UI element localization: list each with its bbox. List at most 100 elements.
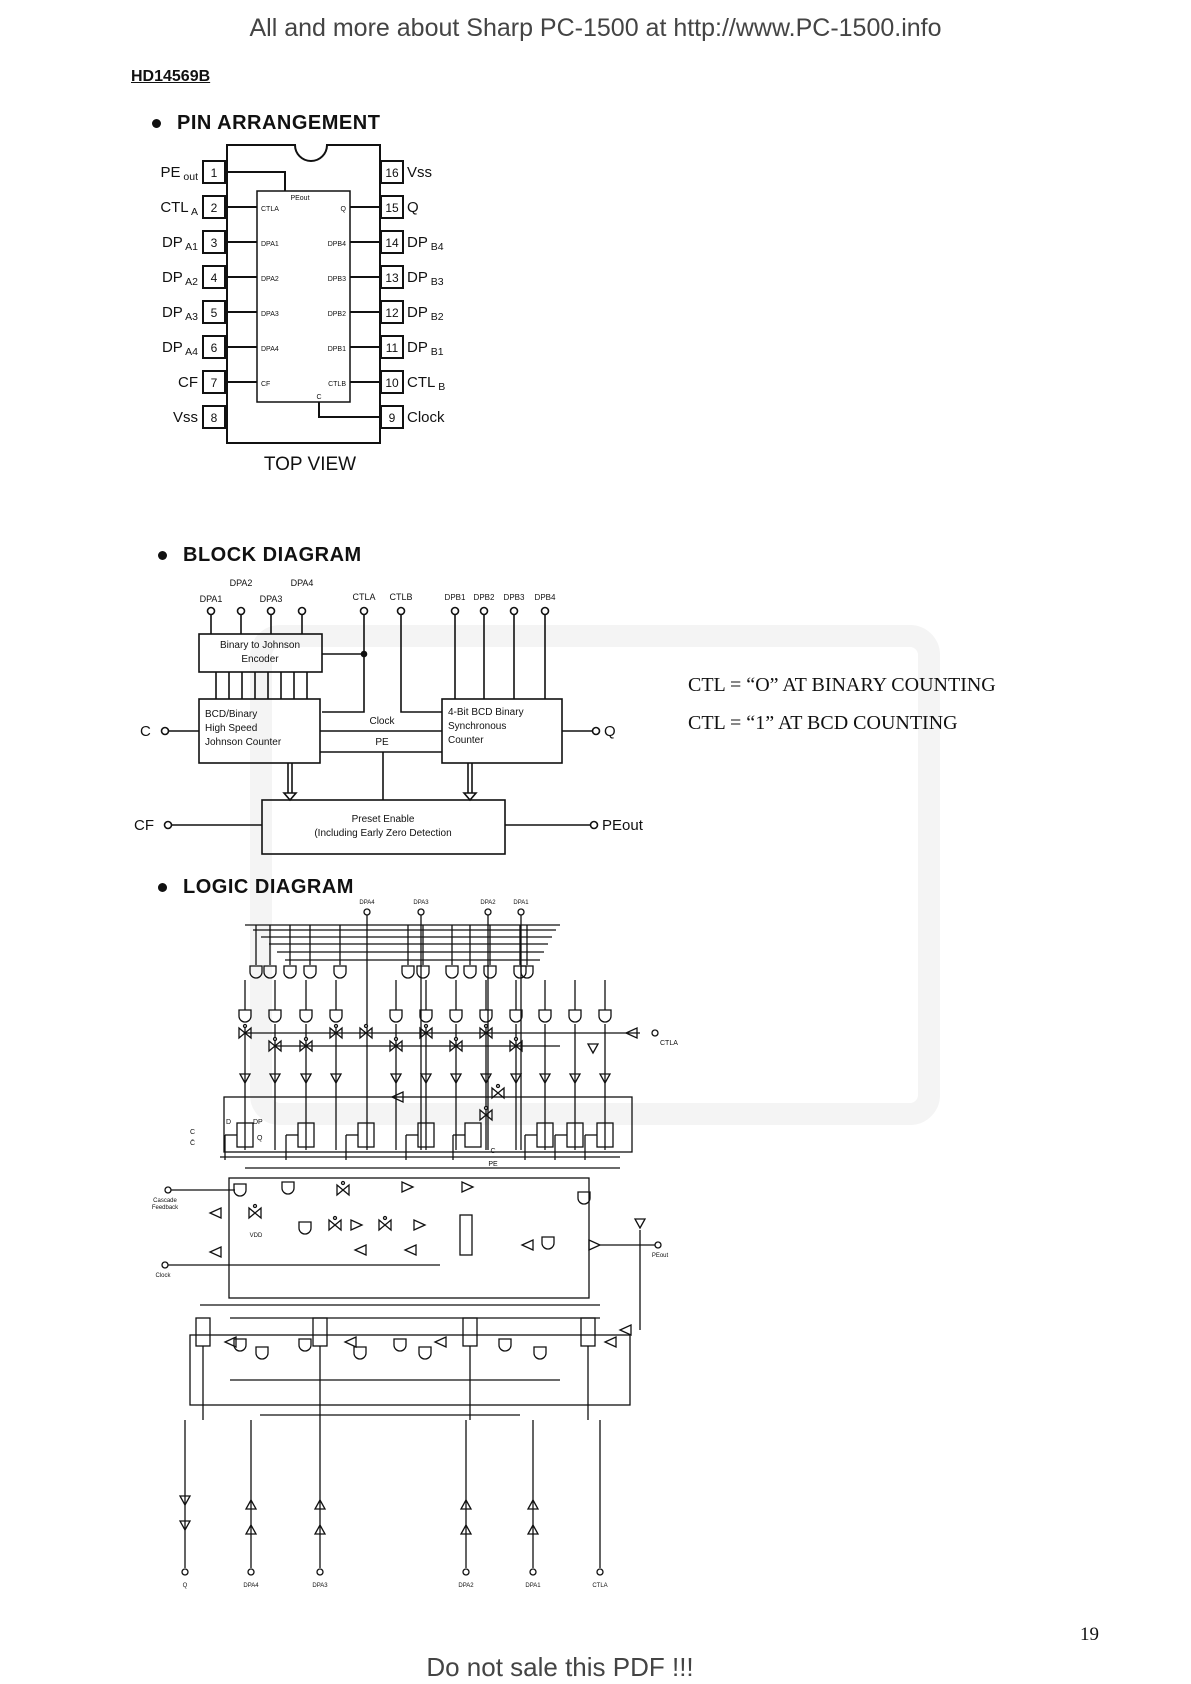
buffer-gate: [178, 1495, 192, 1507]
input-label: DPB4: [535, 593, 556, 602]
buffer-gate: [479, 1073, 493, 1085]
and-gate: [509, 1009, 523, 1023]
and-gate: [513, 965, 527, 979]
and-gate: [303, 965, 317, 979]
c-label: C: [190, 1129, 195, 1136]
terminal: [462, 1568, 470, 1576]
pin-box: [380, 160, 404, 184]
and-gate: [281, 1181, 295, 1195]
clock-wire: [318, 402, 380, 418]
transmission-gate: [328, 1218, 342, 1232]
inner-pin-label: C: [316, 394, 321, 401]
pin-number: 2: [211, 201, 218, 215]
inner-pin-label: CTLA: [261, 206, 279, 213]
and-gate: [255, 1346, 269, 1360]
and-gate: [249, 965, 263, 979]
pin-label: DP A3: [162, 304, 198, 323]
transmission-gate: [299, 1039, 313, 1053]
buffer-gate: [461, 1180, 475, 1194]
pin-box: [202, 405, 226, 429]
inner-pin-label: PEout: [290, 195, 309, 202]
terminal: [266, 606, 276, 616]
and-gate: [329, 1009, 343, 1023]
buffer-gate: [390, 1090, 404, 1104]
pin-arrangement-heading: PIN ARRANGEMENT: [152, 112, 380, 135]
pin-label: Vss: [407, 164, 432, 181]
buffer-gate: [419, 1073, 433, 1085]
input-label: DPA1: [200, 594, 223, 604]
pin-label: PE out: [160, 164, 198, 183]
pin-box: [202, 370, 226, 394]
and-gate: [533, 1346, 547, 1360]
and-gate: [268, 1009, 282, 1023]
and-gate: [541, 1236, 555, 1250]
tg-bubble: [340, 1180, 346, 1186]
cf-input-label: CF: [134, 817, 154, 834]
buffer-gate: [223, 1335, 237, 1349]
and-gate: [445, 965, 459, 979]
chip-body: [226, 144, 381, 444]
bottom-pin-label: DPA4: [243, 1583, 259, 1589]
and-gate: [577, 1191, 591, 1205]
tg-bubble: [393, 1036, 399, 1042]
logic-diagram-title: LOGIC DIAGRAM: [183, 876, 354, 898]
transmission-gate: [378, 1218, 392, 1232]
inner-pin-label: DPB4: [328, 241, 346, 248]
pin-label: CTL B: [407, 374, 445, 393]
terminal: [363, 908, 371, 916]
terminal: [529, 1568, 537, 1576]
pin-number: 9: [389, 411, 396, 425]
buffer-gate: [329, 1073, 343, 1085]
bottom-pin-label: CTLA: [592, 1583, 607, 1589]
buffer-gate: [526, 1498, 540, 1510]
tg-bubble: [332, 1215, 338, 1221]
flip-flop: [357, 1122, 375, 1148]
tg-bubble: [483, 1023, 489, 1029]
buffer-gate: [313, 1498, 327, 1510]
pin-box: [202, 265, 226, 289]
tg-bubble: [252, 1203, 258, 1209]
buffer-gate: [586, 1043, 600, 1055]
buffer-gate: [244, 1498, 258, 1510]
and-gate: [299, 1009, 313, 1023]
terminal: [417, 908, 425, 916]
buffer-gate: [244, 1523, 258, 1535]
bullet-icon: [158, 551, 167, 561]
c-input-label: C: [140, 723, 151, 740]
bottom-pin-label: DPA3: [312, 1583, 328, 1589]
pin-label: CF: [178, 374, 198, 391]
transmission-gate: [329, 1026, 343, 1040]
tg-bubble: [363, 1023, 369, 1029]
buffer-gate: [299, 1073, 313, 1085]
buffer-gate: [633, 1218, 647, 1230]
inner-pin-label: CTLB: [328, 381, 346, 388]
pin-box: [202, 160, 226, 184]
and-gate: [598, 1009, 612, 1023]
bullet-icon: [152, 119, 161, 129]
cbar-label: C̄: [190, 1139, 195, 1147]
input-label: DPB1: [445, 593, 466, 602]
terminal: [247, 1568, 255, 1576]
buffer-gate: [238, 1073, 252, 1085]
arrow-head: [462, 792, 478, 802]
buffer-gate: [598, 1073, 612, 1085]
pe-label: PE: [375, 737, 389, 748]
transmission-gate: [479, 1026, 493, 1040]
ff-q-label: Q: [257, 1135, 263, 1142]
transmission-gate: [389, 1039, 403, 1053]
terminal: [651, 1029, 659, 1037]
bottom-pin-label: DPA2: [458, 1583, 474, 1589]
input-label: DPA2: [480, 900, 496, 906]
input-label: DPA4: [359, 900, 375, 906]
buffer-gate: [268, 1073, 282, 1085]
lower-flip-flop: [462, 1317, 478, 1347]
terminal: [540, 606, 550, 616]
pin-number: 11: [386, 341, 399, 355]
q-output-label: Q: [604, 723, 616, 740]
buffer-gate: [208, 1245, 222, 1259]
tg-bubble: [272, 1036, 278, 1042]
terminal: [164, 1186, 172, 1194]
